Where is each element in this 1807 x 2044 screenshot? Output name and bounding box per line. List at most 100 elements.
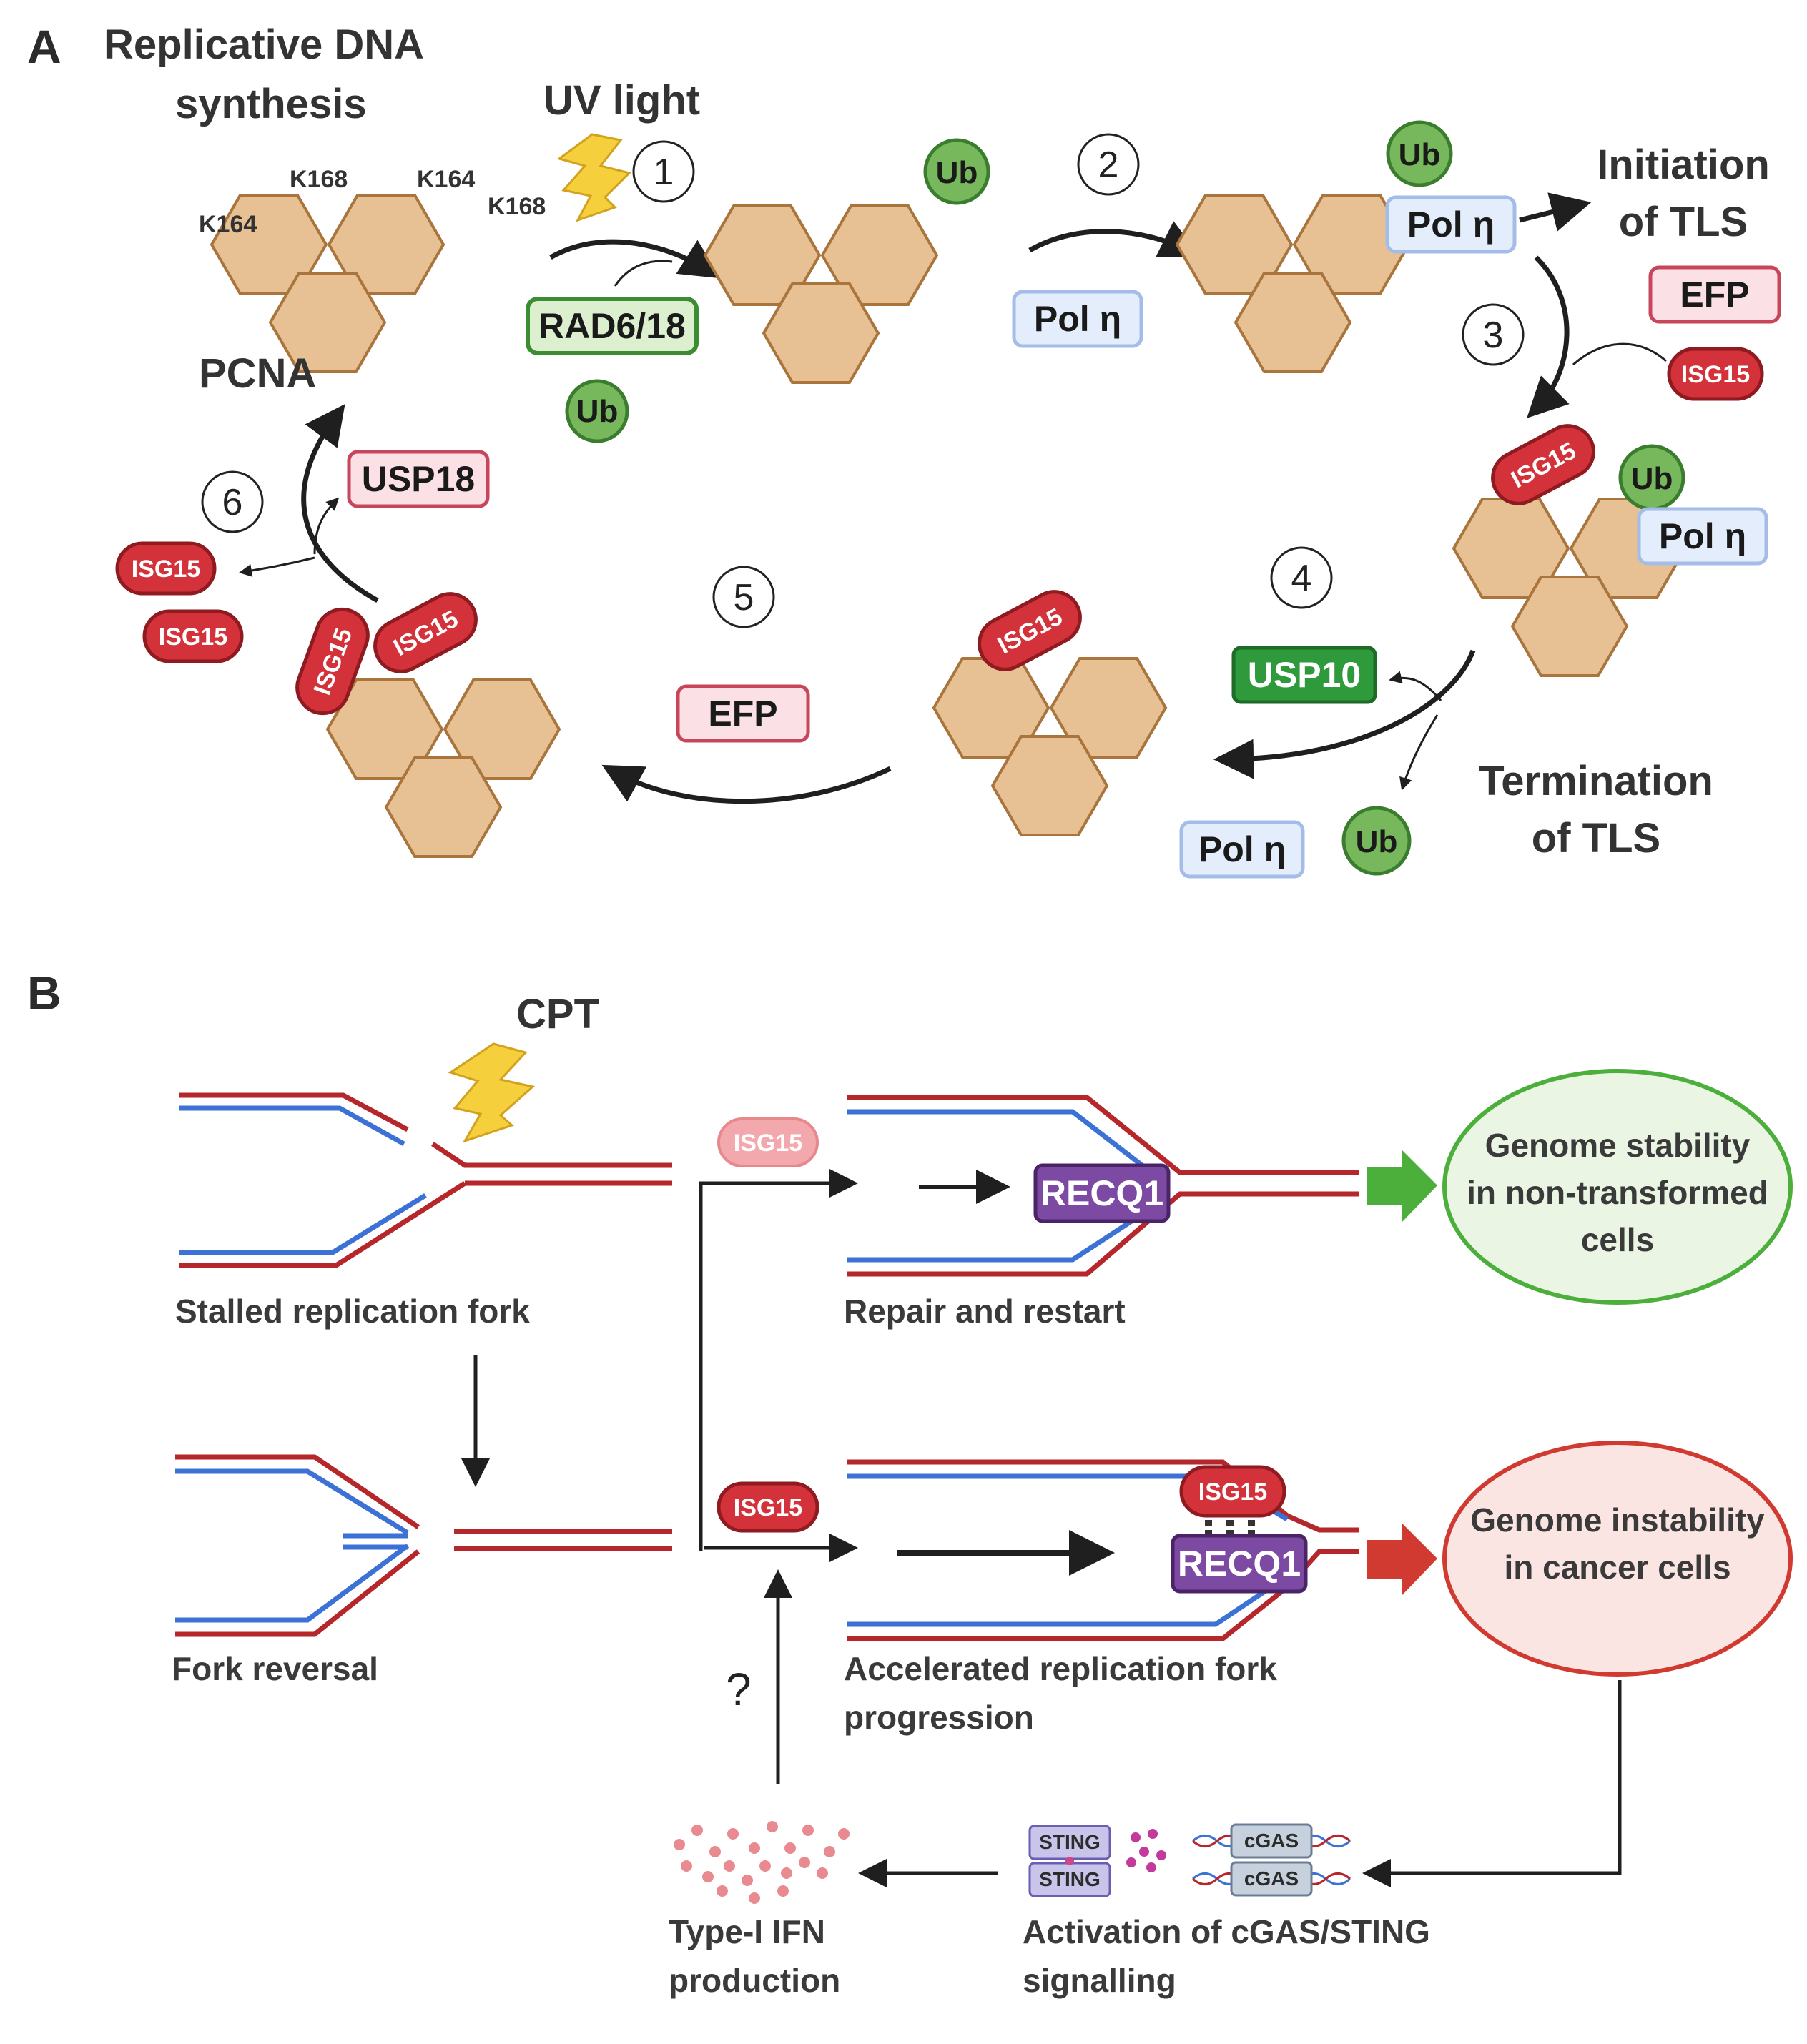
step-3-circle bbox=[1462, 303, 1525, 366]
isg15-high-level bbox=[717, 1481, 819, 1533]
isg15-on-pcna-6-a: ISG15 bbox=[295, 607, 370, 716]
initiation-tls-line1: Initiation bbox=[1597, 142, 1770, 188]
cpt-label: CPT bbox=[516, 991, 599, 1037]
accelerated-fork-line1: Accelerated replication fork bbox=[844, 1650, 1277, 1687]
rad6-18-label: RAD6/18 bbox=[538, 306, 686, 346]
recq1-label-bottom: RECQ1 bbox=[1178, 1544, 1301, 1584]
step-6-arrow bbox=[301, 404, 379, 603]
ubiquitin-on-pcna-3-label: Ub bbox=[1399, 137, 1441, 172]
recq1-label-top: RECQ1 bbox=[1040, 1173, 1163, 1213]
cgas-sting-line1: Activation of cGAS/STING bbox=[1023, 1913, 1430, 1950]
cpt-lightning-icon bbox=[448, 1042, 536, 1143]
efp-box-1 bbox=[1648, 265, 1781, 324]
pol-eta-label-4: Pol η bbox=[1198, 829, 1286, 869]
branch-arrow-top bbox=[699, 1169, 858, 1551]
isg15-low-level bbox=[717, 1117, 819, 1167]
step-2-circle bbox=[1077, 133, 1140, 196]
lysine-label-k168-a: K168 bbox=[290, 166, 348, 193]
step-3-arrow bbox=[1527, 255, 1570, 418]
ubiquitin-free-1-label: Ub bbox=[576, 394, 619, 429]
cgas-label-2: cGAS bbox=[1244, 1867, 1299, 1890]
cgas-box-2 bbox=[1230, 1861, 1313, 1897]
usp10-side-arrow bbox=[1389, 671, 1442, 701]
pcna-label: PCNA bbox=[199, 350, 316, 397]
isg15-free-step3 bbox=[1667, 347, 1764, 401]
isg15-high-level-label: ISG15 bbox=[734, 1494, 802, 1521]
isg15-low-level-label: ISG15 bbox=[734, 1130, 802, 1157]
isg15-on-pcna-5: ISG15 bbox=[978, 590, 1082, 671]
pol-eta-box-2 bbox=[1385, 195, 1517, 254]
initiation-arrow bbox=[1519, 192, 1592, 232]
red-outcome-arrow bbox=[1367, 1523, 1437, 1596]
type-i-ifn-line1: Type-I IFN bbox=[669, 1913, 825, 1950]
step-3-side-arrow bbox=[1572, 342, 1667, 366]
isg15-released-1-label: ISG15 bbox=[132, 556, 200, 583]
step-4-number: 4 bbox=[1291, 558, 1312, 599]
isg15-released-2 bbox=[142, 609, 244, 663]
pcna-trimer-5 bbox=[932, 657, 1167, 836]
usp18-side-arrow bbox=[313, 497, 340, 555]
recq1-box-top bbox=[1033, 1163, 1171, 1223]
step-5-arrow bbox=[601, 764, 892, 804]
ubiquitin-on-pcna-2-label: Ub bbox=[936, 155, 978, 190]
step-4-arrow bbox=[1213, 649, 1476, 779]
panel-a-letter: A bbox=[27, 20, 61, 73]
step-2-number: 2 bbox=[1098, 144, 1119, 186]
accelerated-fork-line2: progression bbox=[844, 1699, 1034, 1736]
feedback-arrow-to-cgas bbox=[1362, 1680, 1622, 1887]
cgamp-molecules-icon bbox=[1126, 1829, 1166, 1872]
isg15-free-step3-label: ISG15 bbox=[1681, 361, 1750, 388]
pol-eta-label-1: Pol η bbox=[1034, 299, 1121, 339]
genome-instability-oval bbox=[1442, 1441, 1793, 1677]
cgas-box-1 bbox=[1230, 1823, 1313, 1859]
type-i-ifn-line2: production bbox=[669, 1962, 840, 1999]
genome-stability-line3: cells bbox=[1581, 1221, 1654, 1258]
genome-instability-line2: in cancer cells bbox=[1504, 1549, 1730, 1586]
pol-eta-label-3: Pol η bbox=[1659, 516, 1746, 556]
efp-box-2 bbox=[676, 684, 810, 743]
fork-reversal-label: Fork reversal bbox=[172, 1650, 378, 1687]
isg15-on-pcna-4: ISG15 bbox=[1491, 424, 1595, 505]
step-5-number: 5 bbox=[734, 577, 754, 618]
step-1-side-arrow bbox=[614, 260, 673, 287]
step-3-number: 3 bbox=[1483, 315, 1504, 356]
step-6-circle bbox=[201, 470, 264, 533]
panel-a: A Replicative DNA synthesis UV light K16… bbox=[27, 20, 1781, 879]
recq1-box-bottom bbox=[1171, 1534, 1308, 1594]
usp18-box bbox=[347, 450, 490, 508]
step-6-number: 6 bbox=[222, 482, 243, 523]
cgas-label-1: cGAS bbox=[1244, 1830, 1299, 1852]
isg15-release-arrow bbox=[239, 556, 315, 577]
green-outcome-arrow bbox=[1367, 1150, 1437, 1223]
efp-label-1: EFP bbox=[1680, 275, 1749, 315]
fork-reversal-dna bbox=[175, 1454, 672, 1637]
ubiquitin-on-pcna-3 bbox=[1386, 120, 1453, 187]
usp18-label: USP18 bbox=[362, 459, 475, 499]
pol-eta-box-3 bbox=[1637, 507, 1768, 566]
sting-label-2: STING bbox=[1039, 1868, 1101, 1890]
ubiquitin-on-pcna-4-label: Ub bbox=[1631, 461, 1673, 496]
lightning-bolt-icon bbox=[556, 133, 631, 222]
repair-restart-label: Repair and restart bbox=[844, 1293, 1126, 1330]
pol-eta-box-1 bbox=[1012, 290, 1143, 348]
replicative-synthesis-title-line1: Replicative DNA bbox=[104, 21, 424, 68]
step-5-circle bbox=[712, 566, 775, 628]
ubiquitin-on-pcna-2 bbox=[923, 138, 990, 205]
step-1-arrow bbox=[549, 239, 721, 279]
genome-instability-line1: Genome instability bbox=[1470, 1501, 1765, 1539]
sting-label-1: STING bbox=[1039, 1831, 1101, 1853]
isg15-on-pcna-6-b: ISG15 bbox=[373, 592, 478, 673]
ubiquitin-released bbox=[1341, 806, 1412, 876]
interferon-particles-icon bbox=[674, 1821, 850, 1904]
step-1-circle bbox=[632, 140, 695, 203]
initiation-tls-line2: of TLS bbox=[1619, 199, 1748, 245]
panel-b-letter: B bbox=[27, 967, 61, 1019]
genome-stability-oval bbox=[1442, 1069, 1793, 1305]
genome-stability-line2: in non-transformed bbox=[1467, 1174, 1768, 1211]
lysine-label-k168-b: K168 bbox=[488, 193, 546, 220]
pol-eta-box-4 bbox=[1179, 820, 1305, 879]
genome-stability-line1: Genome stability bbox=[1485, 1127, 1751, 1164]
question-mark: ? bbox=[726, 1664, 752, 1715]
